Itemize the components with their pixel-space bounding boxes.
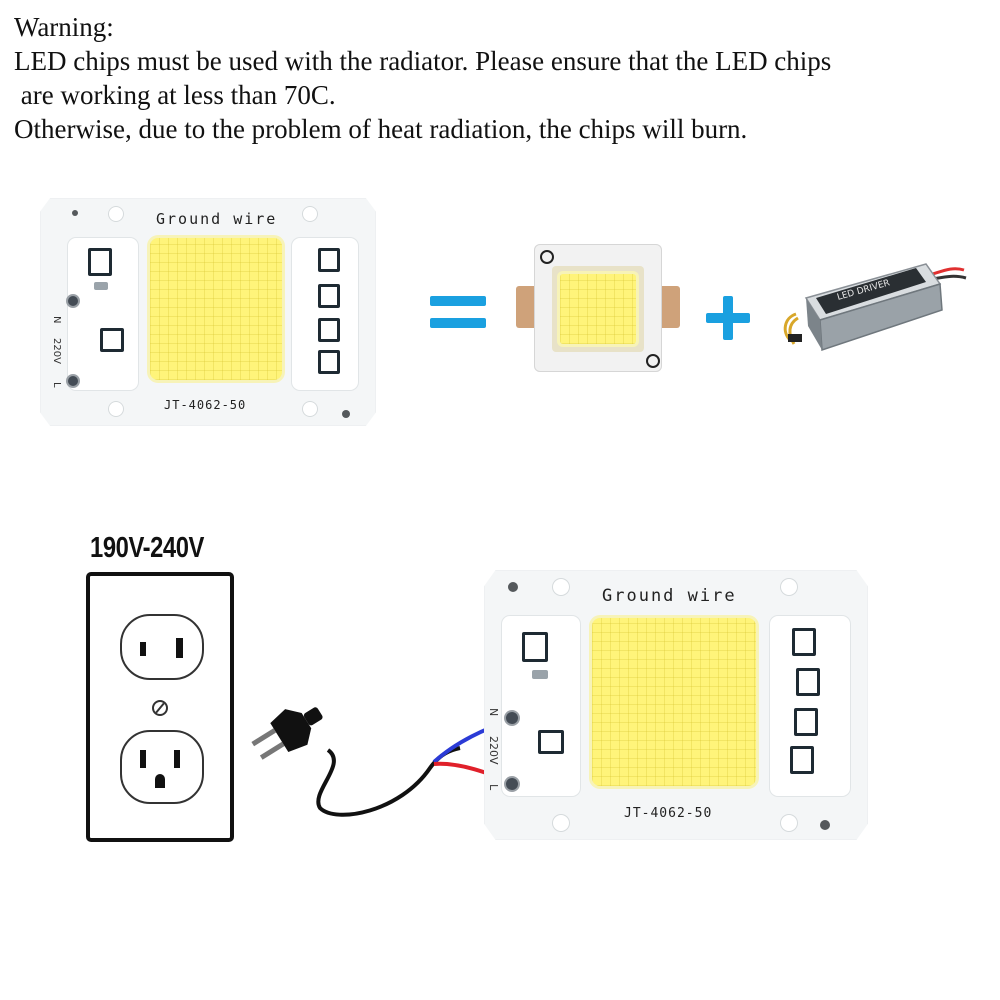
marker-dot — [72, 210, 78, 216]
solder-pad — [318, 284, 340, 308]
plug — [251, 707, 323, 760]
resistor — [532, 670, 548, 679]
mount-hole — [780, 814, 798, 832]
solder-pad — [318, 248, 340, 272]
terminal-l — [504, 776, 520, 792]
cob-led-array — [150, 238, 282, 380]
warning-title: Warning: — [14, 12, 114, 42]
solder-pad — [792, 628, 816, 656]
warning-line-2: LED chips must be used with the radiator… — [14, 46, 832, 76]
solder-pad — [318, 350, 340, 374]
n-label: N — [487, 708, 500, 717]
ground-wire-label: Ground wire — [602, 586, 737, 606]
mount-hole — [108, 206, 124, 222]
plus-symbol — [706, 296, 750, 340]
solder-pad — [100, 328, 124, 352]
l-label: L — [51, 382, 62, 388]
led-driver: LED DRIVER — [783, 263, 967, 352]
mount-hole — [552, 814, 570, 832]
mount-hole — [108, 401, 124, 417]
solder-pad — [796, 668, 820, 696]
terminal-l — [66, 374, 80, 388]
l-label: L — [487, 784, 500, 791]
outlet-socket-bottom — [120, 730, 204, 804]
solder-pad — [88, 248, 112, 276]
power-cord — [251, 707, 513, 817]
terminal-n — [66, 294, 80, 308]
led-board-top: Ground wire JT-4062-50 N 220V L — [40, 198, 376, 426]
terminal-n — [504, 710, 520, 726]
solder-pad — [794, 708, 818, 736]
equals-symbol — [430, 294, 486, 334]
voltage-label: 220V — [51, 338, 62, 364]
n-label: N — [51, 316, 62, 324]
marker-dot — [508, 582, 518, 592]
solder-pad — [790, 746, 814, 774]
mount-hole — [302, 401, 318, 417]
outlet-screw — [152, 700, 168, 716]
solder-pad — [538, 730, 564, 754]
model-label: JT-4062-50 — [624, 806, 713, 821]
marker-dot — [820, 820, 830, 830]
mount-hole — [780, 578, 798, 596]
mount-hole — [552, 578, 570, 596]
outlet-socket-top — [120, 614, 204, 680]
warning-text: Warning: LED chips must be used with the… — [14, 10, 994, 146]
wall-outlet — [86, 572, 234, 842]
warning-line-4: Otherwise, due to the problem of heat ra… — [14, 114, 748, 144]
cob-chip — [516, 244, 680, 372]
solder-pad — [522, 632, 548, 662]
voltage-range-label: 190V-240V — [90, 532, 204, 564]
marker-dot — [342, 410, 350, 418]
solder-pad — [318, 318, 340, 342]
ground-wire-label: Ground wire — [156, 210, 278, 228]
resistor — [94, 282, 108, 290]
mount-hole — [302, 206, 318, 222]
led-board-bottom: Ground wire JT-4062-50 N 220V L — [484, 570, 868, 840]
warning-line-3: are working at less than 70C. — [14, 80, 336, 110]
voltage-label: 220V — [487, 736, 500, 765]
cob-led-array — [592, 618, 756, 786]
model-label: JT-4062-50 — [164, 398, 247, 412]
